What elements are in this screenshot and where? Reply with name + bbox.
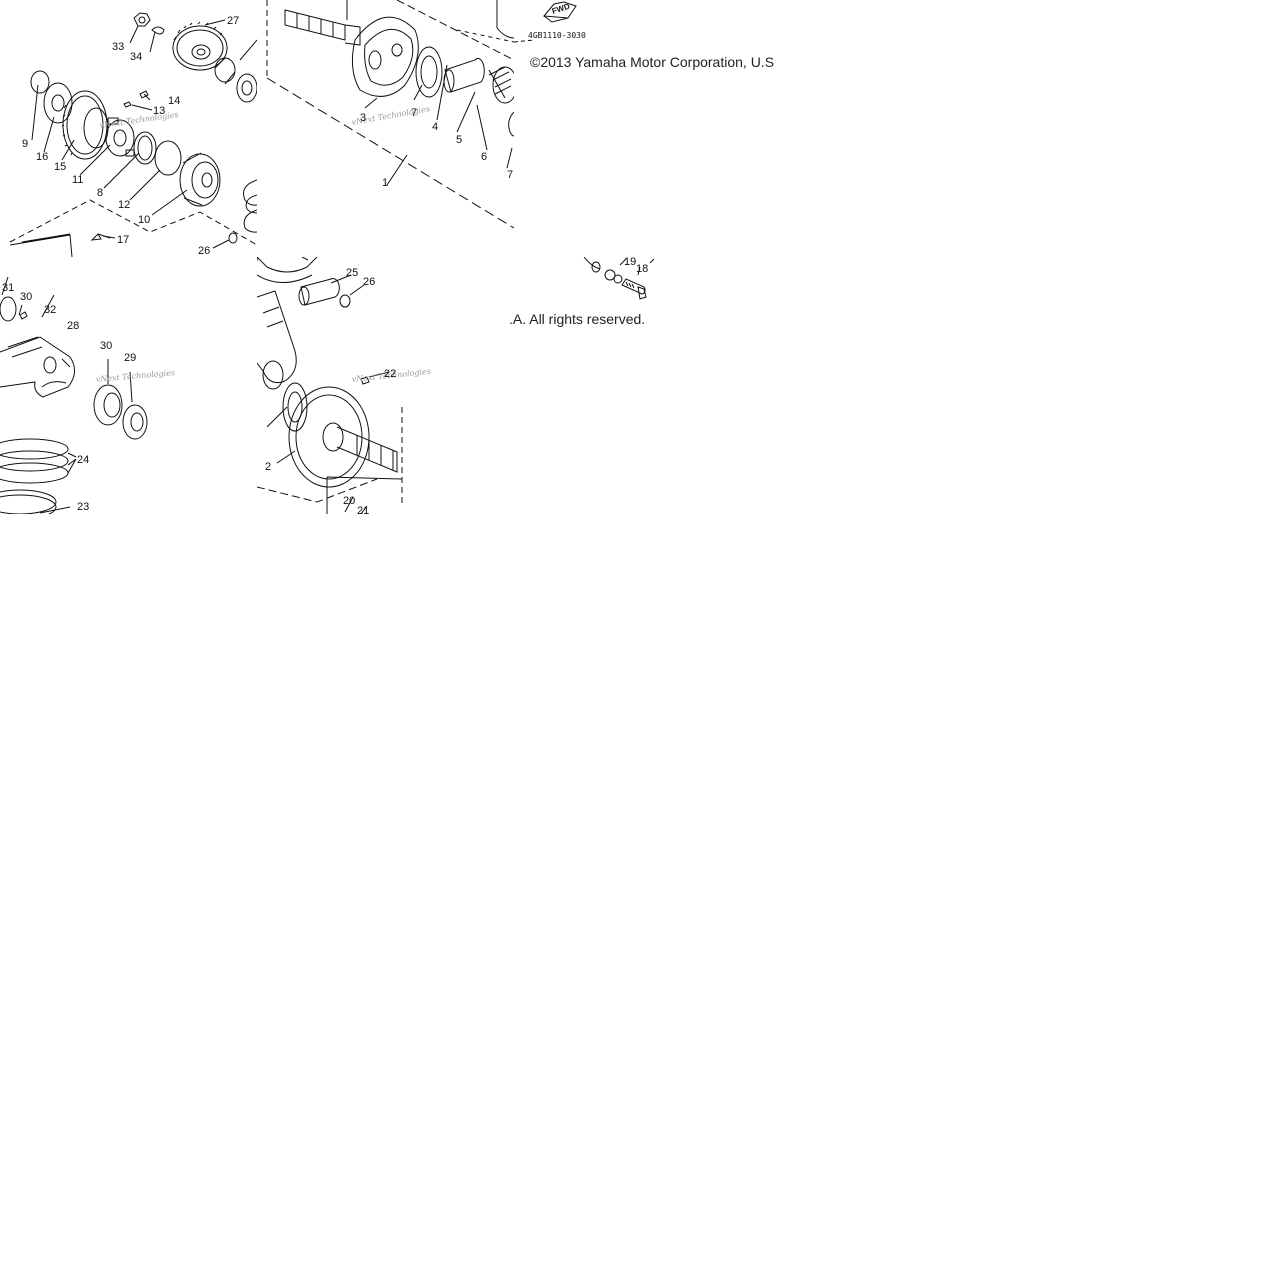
callout-7b: 7 [507, 169, 513, 181]
callout-6: 6 [481, 151, 487, 163]
callout-23: 23 [77, 501, 89, 513]
callout-30b: 30 [100, 340, 112, 352]
crank-pin-part [445, 58, 484, 92]
callout-25: 25 [346, 267, 358, 279]
callout-20: 20 [343, 495, 355, 507]
callout-12: 12 [118, 199, 130, 211]
callout-5: 5 [456, 134, 462, 146]
callout-27: 27 [227, 15, 239, 27]
connecting-rod-part [257, 291, 296, 383]
callout-15: 15 [54, 161, 66, 173]
washer-part [152, 27, 164, 34]
callout-24: 24 [77, 454, 89, 466]
crankshaft-part [337, 427, 397, 472]
tile-crank-balancer-left: vNext Technologies 33 34 27 9 16 15 14 1… [0, 0, 257, 257]
callout-10: 10 [138, 214, 150, 226]
crankshaft-part [285, 10, 345, 40]
callout-7: 7 [411, 107, 417, 119]
callout-30: 30 [20, 291, 32, 303]
callout-21: 21 [357, 505, 369, 514]
nut-part [134, 13, 150, 26]
callout-16: 16 [36, 151, 48, 163]
callout-4: 4 [432, 121, 438, 133]
tile-bolt-detail: 19 18 [514, 257, 664, 307]
fwd-arrow-icon [544, 2, 576, 18]
callout-8: 8 [97, 187, 103, 199]
callout-22: 22 [384, 368, 396, 380]
callout-33: 33 [112, 41, 124, 53]
piston-pin-part [301, 279, 339, 305]
callout-9: 9 [22, 138, 28, 150]
callout-17: 17 [117, 234, 129, 246]
balancer-shaft-part [0, 337, 75, 397]
copyright-left: ©2013 Yamaha Motor Corporation, U.S [530, 54, 775, 70]
balancer-gear-part [173, 26, 227, 70]
callout-32: 32 [44, 304, 56, 316]
crank-web-part [289, 387, 369, 487]
callout-28: 28 [67, 320, 79, 332]
callout-2: 2 [265, 461, 271, 473]
callout-3: 3 [360, 112, 366, 124]
callout-26b: 26 [363, 276, 375, 288]
watermark-text: vNext Technologies [95, 368, 175, 384]
callout-11: 11 [72, 174, 83, 186]
callout-26: 26 [198, 245, 210, 257]
callout-34: 34 [130, 51, 142, 63]
callout-18: 18 [636, 263, 648, 275]
tile-balancer-shaft: vNext Technologies 31 30 32 28 30 29 24 … [0, 257, 257, 514]
callout-1: 1 [382, 177, 388, 189]
callout-13: 13 [153, 105, 165, 117]
callout-19: 19 [624, 257, 636, 268]
tile-crankshaft-right: vNext Technologies 3 7 4 5 6 7 1 [257, 0, 514, 257]
tile-title-block: FWD 4GB1110-3030 [514, 0, 785, 257]
callout-31: 31 [2, 282, 14, 294]
bearing-part [94, 385, 122, 425]
callout-29: 29 [124, 352, 136, 364]
piston-ring-part [0, 439, 68, 459]
drawing-code: 4GB1110-3030 [528, 31, 586, 40]
watermark-text: vNext Technologies [99, 110, 179, 130]
copyright-right: .A. All rights reserved. [509, 311, 646, 327]
tile-conrod-flywheel: vNext Technologies 25 26 22 2 20 21 [257, 257, 514, 514]
crank-web-part [352, 17, 418, 96]
callout-14: 14 [168, 95, 180, 107]
